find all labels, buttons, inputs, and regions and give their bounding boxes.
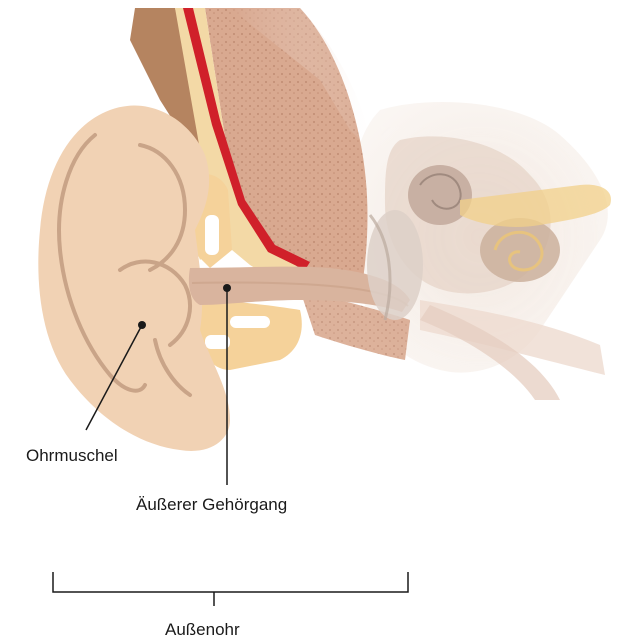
label-ohrmuschel: Ohrmuschel — [26, 446, 118, 466]
aussenohr-bracket — [53, 572, 408, 606]
label-aeusserer-gehoergang: Äußerer Gehörgang — [136, 495, 287, 515]
eardrum-faded — [367, 210, 423, 320]
label-aussenohr: Außenohr — [165, 620, 240, 640]
